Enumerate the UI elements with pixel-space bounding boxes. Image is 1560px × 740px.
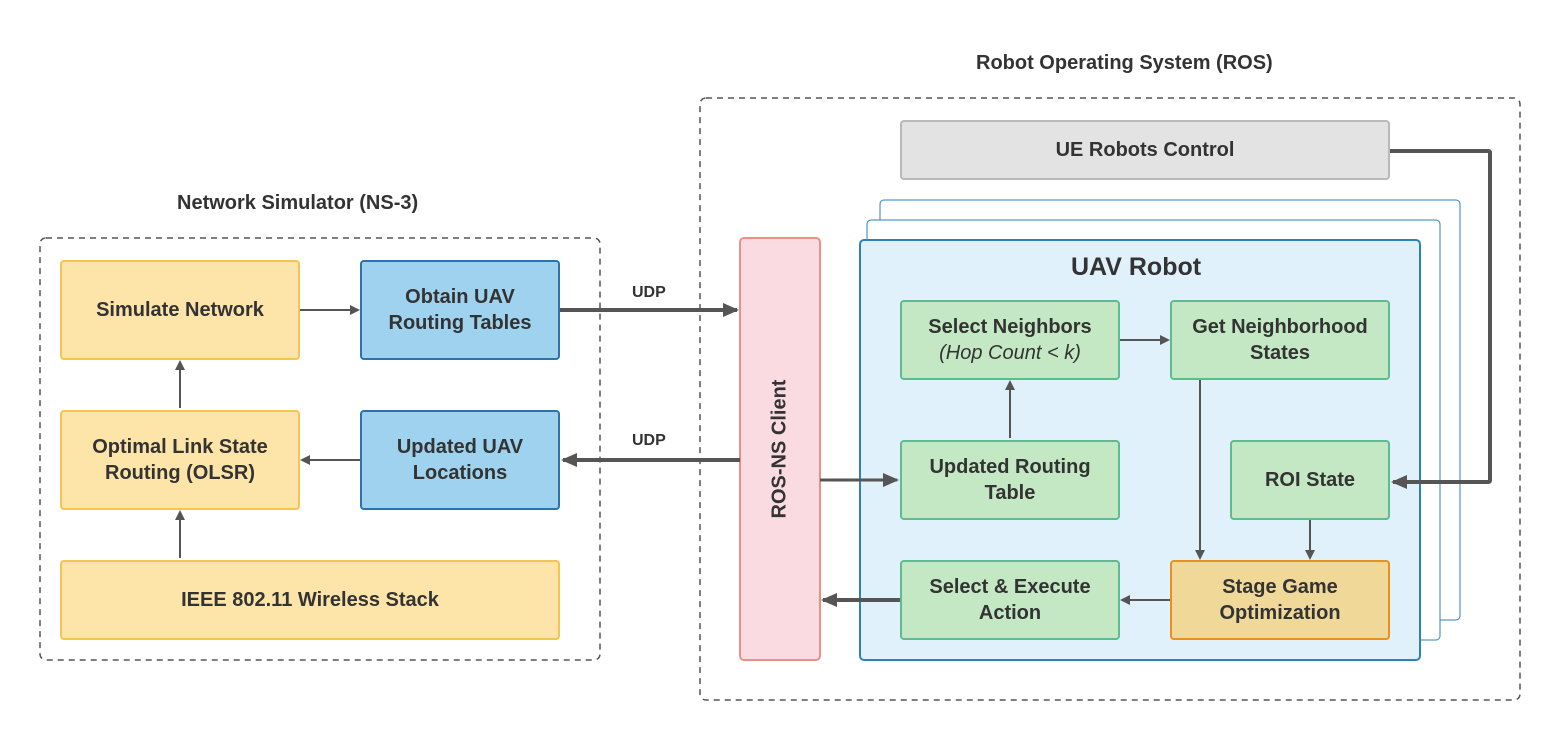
stage-game-box: Stage Game Optimization bbox=[1170, 560, 1390, 640]
get-neighborhood-box: Get Neighborhood States bbox=[1170, 300, 1390, 380]
select-neighbors-box: Select Neighbors (Hop Count < k) bbox=[900, 300, 1120, 380]
get-neighborhood-line-1: Get Neighborhood bbox=[1192, 316, 1368, 338]
simulate-network-box: Simulate Network bbox=[60, 260, 300, 360]
olsr-line-1: Optimal Link State bbox=[92, 436, 268, 458]
updated-locations-line-1: Updated UAV bbox=[396, 436, 524, 458]
roi-state-label: ROI State bbox=[1264, 469, 1356, 491]
hop-count-label: (Hop Count < k) bbox=[939, 342, 1081, 364]
obtain-routing-tables-box: Obtain UAV Routing Tables bbox=[360, 260, 560, 360]
stage-game-line-2: Optimization bbox=[1219, 602, 1341, 624]
updated-routing-table-box: Updated Routing Table bbox=[900, 440, 1120, 520]
updated-routing-line-1: Updated Routing bbox=[929, 456, 1091, 478]
updated-routing-line-2: Table bbox=[984, 482, 1036, 504]
ns3-group-frame bbox=[39, 237, 601, 661]
ue-robots-control-label: UE Robots Control bbox=[1055, 139, 1235, 161]
roi-state-box: ROI State bbox=[1230, 440, 1390, 520]
stage-game-line-1: Stage Game bbox=[1222, 576, 1338, 598]
select-execute-box: Select & Execute Action bbox=[900, 560, 1120, 640]
ue-robots-control-box: UE Robots Control bbox=[900, 120, 1390, 180]
ns3-title: Network Simulator (NS-3) bbox=[177, 192, 419, 214]
ros-group-frame bbox=[699, 97, 1521, 701]
ros-title: Robot Operating System (ROS) bbox=[976, 52, 1273, 74]
obtain-routing-line-2: Routing Tables bbox=[388, 312, 532, 334]
uav-robot-title: UAV Robot bbox=[1071, 253, 1202, 281]
wireless-stack-label: IEEE 802.11 Wireless Stack bbox=[181, 589, 439, 611]
obtain-routing-line-1: Obtain UAV bbox=[405, 286, 515, 308]
ros-ns-client-box bbox=[739, 237, 821, 661]
select-execute-line-1: Select & Execute bbox=[929, 576, 1091, 598]
simulate-network-label: Simulate Network bbox=[96, 299, 264, 321]
select-execute-line-2: Action bbox=[978, 602, 1042, 624]
udp-label-bottom: UDP bbox=[632, 432, 666, 449]
olsr-box: Optimal Link State Routing (OLSR) bbox=[60, 410, 300, 510]
udp-label-top: UDP bbox=[632, 284, 666, 301]
get-neighborhood-line-2: States bbox=[1249, 342, 1311, 364]
updated-locations-line-2: Locations bbox=[412, 462, 508, 484]
select-neighbors-label: Select Neighbors bbox=[928, 316, 1092, 338]
ros-ns-client-label: ROS-NS Client bbox=[768, 379, 790, 518]
olsr-line-2: Routing (OLSR) bbox=[105, 462, 255, 484]
updated-locations-box: Updated UAV Locations bbox=[360, 410, 560, 510]
wireless-stack-box: IEEE 802.11 Wireless Stack bbox=[60, 560, 560, 640]
arrow-control-to-roi bbox=[1390, 149, 1492, 489]
